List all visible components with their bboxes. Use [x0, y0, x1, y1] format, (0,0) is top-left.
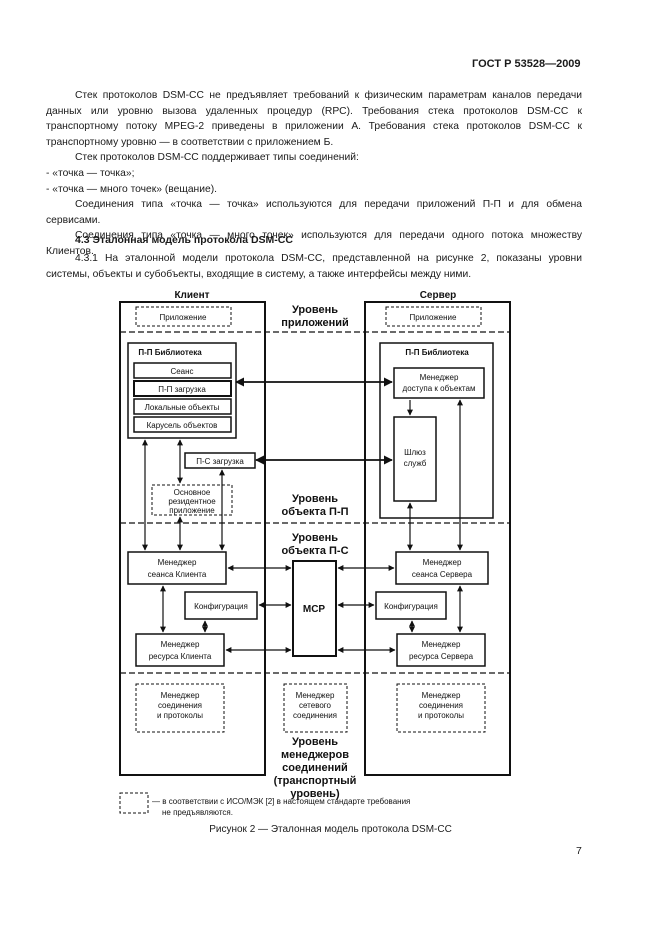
level-obj-pp-line2: объекта П-П	[281, 506, 348, 518]
client-resource-manager-box	[135, 633, 225, 667]
client-session-mgr-line2: сеанса Клиента	[148, 570, 207, 579]
client-session-mgr-line1: Менеджер	[158, 558, 197, 567]
server-resource-manager-box	[396, 633, 486, 667]
level-transport-line4: (транспортный	[274, 775, 357, 787]
client-res-mgr-line1: Менеджер	[161, 640, 200, 649]
server-app-label: Приложение	[410, 313, 457, 322]
local-objects-label: Локальные объекты	[145, 403, 220, 412]
service-gateway-box	[393, 416, 437, 502]
paragraph-multipoint-usage: Соединения типа «точка — много точек» ис…	[46, 230, 582, 257]
session-box	[133, 362, 232, 379]
paragraph-reference-model: 4.3.1 На эталонной модели протокола DSM-…	[46, 253, 582, 280]
body-text-block-2: 4.3.1 На эталонной модели протокола DSM-…	[46, 251, 582, 282]
msr-box	[292, 560, 337, 657]
level-transport-line5: уровень)	[290, 788, 340, 800]
legend-line2: не предъявляются.	[162, 808, 233, 817]
level-apps-line1: Уровень	[292, 304, 338, 316]
ps-load-box	[184, 452, 256, 469]
list-item-point-to-point: - «точка — точка»;	[46, 167, 135, 179]
base-app-line3: приложение	[169, 506, 215, 515]
level-transport-line1: Уровень	[292, 736, 338, 748]
session-label: Сеанс	[170, 367, 193, 376]
base-app-line2: резидентное	[168, 497, 216, 506]
network-conn-mgr-line2: сетевого	[299, 701, 332, 710]
body-text-block-1: Стек протоколов DSM-CC не предъявляет тр…	[46, 88, 582, 260]
level-transport-line3: соединений	[282, 762, 348, 774]
base-app-box	[151, 484, 233, 516]
client-title: Клиент	[174, 290, 209, 301]
section-title: 4.3 Эталонная модель протокола DSM-CC	[75, 234, 293, 246]
object-carousel-label: Карусель объектов	[147, 421, 218, 430]
figure-caption: Рисунок 2 — Эталонная модель протокола D…	[209, 824, 452, 835]
pp-load-box	[133, 380, 232, 397]
paragraph-dsmcc-stack: Стек протоколов DSM-CC не предъявляет тр…	[46, 90, 582, 148]
client-res-mgr-line2: ресурса Клиента	[149, 652, 212, 661]
client-conn-mgr-line1: Менеджер	[161, 691, 200, 700]
network-conn-mgr-line1: Менеджер	[296, 691, 335, 700]
level-obj-ps-line2: объекта П-С	[281, 545, 348, 557]
client-column-frame	[119, 301, 266, 776]
paragraph-p2p-usage: Соединения типа «точка — точка» использу…	[46, 199, 582, 226]
server-pp-library-box	[379, 342, 494, 519]
level-apps-line2: приложений	[281, 317, 348, 329]
level-transport-line2: менеджеров	[281, 749, 349, 761]
page-number: 7	[576, 845, 582, 857]
client-conn-manager-box	[135, 683, 225, 733]
network-conn-manager-box	[283, 683, 348, 733]
base-app-line1: Основное	[174, 488, 211, 497]
server-res-mgr-line2: ресурса Сервера	[409, 652, 474, 661]
list-item-point-to-multipoint: - «точка — много точек» (вещание).	[46, 183, 218, 195]
server-conn-mgr-line1: Менеджер	[422, 691, 461, 700]
client-session-manager-box	[127, 551, 227, 585]
server-session-mgr-line2: сеанса Сервера	[412, 570, 473, 579]
client-config-label: Конфигурация	[194, 602, 248, 611]
object-carousel-box	[133, 416, 232, 433]
legend-dashed-box	[119, 792, 149, 814]
client-conn-mgr-line2: соединения	[158, 701, 202, 710]
server-config-label: Конфигурация	[384, 602, 438, 611]
object-access-line1: Менеджер	[420, 373, 459, 382]
client-app-label: Приложение	[160, 313, 207, 322]
server-conn-mgr-line2: соединения	[419, 701, 463, 710]
server-conn-mgr-line3: и протоколы	[418, 711, 464, 720]
client-pp-library-box	[127, 342, 237, 439]
client-conn-mgr-line3: и протоколы	[157, 711, 203, 720]
network-conn-mgr-line3: соединения	[293, 711, 337, 720]
paragraph-connection-types: Стек протоколов DSM-CC поддерживает типы…	[75, 152, 359, 164]
msr-label: МСР	[303, 604, 326, 615]
ps-load-label: П-С загрузка	[196, 457, 244, 466]
client-app-box	[135, 306, 232, 327]
level-obj-pp-line1: Уровень	[292, 493, 338, 505]
document-header: ГОСТ Р 53528—2009	[472, 58, 581, 70]
service-gateway-line2: служб	[404, 459, 427, 468]
service-gateway-line1: Шлюз	[404, 448, 426, 457]
server-conn-manager-box	[396, 683, 486, 733]
server-res-mgr-line1: Менеджер	[422, 640, 461, 649]
legend-line1: — в соответствии с ИСО/МЭК [2] в настоящ…	[152, 797, 410, 806]
object-access-line2: доступа к объектам	[403, 384, 476, 393]
server-app-box	[385, 306, 482, 327]
server-pp-library-label: П-П Библиотека	[405, 348, 469, 357]
server-column-frame	[364, 301, 511, 776]
object-access-manager-box	[393, 367, 485, 399]
server-session-mgr-line1: Менеджер	[423, 558, 462, 567]
server-session-manager-box	[395, 551, 489, 585]
client-config-box	[184, 591, 258, 620]
pp-load-label: П-П загрузка	[158, 385, 206, 394]
server-title: Сервер	[420, 290, 457, 301]
pp-library-label: П-П Библиотека	[138, 348, 202, 357]
server-config-box	[375, 591, 447, 620]
level-obj-ps-line1: Уровень	[292, 532, 338, 544]
local-objects-box	[133, 398, 232, 415]
